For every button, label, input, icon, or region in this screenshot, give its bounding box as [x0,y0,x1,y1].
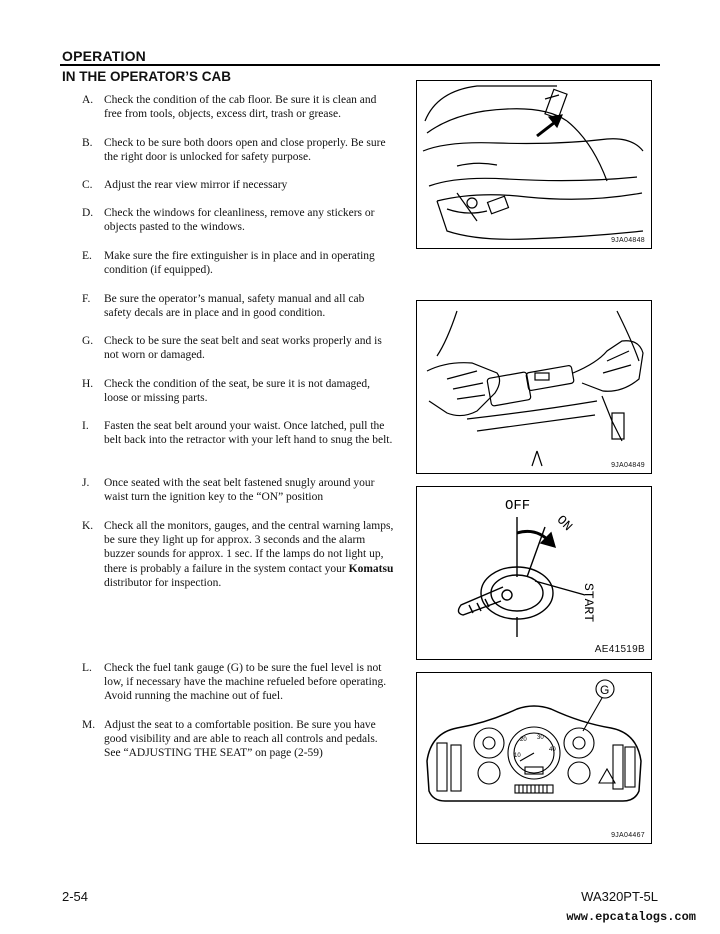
header-rule [60,64,660,66]
item-label: C. [82,179,93,191]
gauge-mark: 10 [514,753,521,759]
figure-code: 9JA04848 [611,237,645,244]
figure-code: 9JA04467 [611,832,645,839]
item-label: B. [82,137,93,149]
subsection-title: IN THE OPERATOR’S CAB [62,69,232,84]
figure-ignition: OFF ON START AE41519B [416,486,652,660]
item-text: Fasten the seat belt around your waist. … [104,420,393,447]
gauge-mark: 30 [537,735,544,741]
item-label: J. [82,477,90,489]
item-label: D. [82,207,94,219]
watermark: www.epcatalogs.com [566,910,696,924]
item-text: Check the condition of the seat, be sure… [104,378,371,405]
item-text: Check to be sure the seat belt and seat … [104,335,382,362]
figure-instrument-panel: G 10 20 30 40 9JA04467 [416,672,652,844]
list-item-m: M. Adjust the seat to a comfortable posit… [82,718,394,761]
list-item-e: E. Make sure the fire extinguisher is in … [82,249,394,277]
item-text: Make sure the fire extinguisher is in pl… [104,250,375,277]
figure-code: 9JA04849 [611,462,645,469]
item-text: Adjust the rear view mirror if necessary [104,179,288,191]
item-text: Be sure the operator’s manual, safety ma… [104,293,365,320]
figure-code: AE41519B [594,644,645,655]
model-name: WA320PT-5L [581,889,658,904]
figure-seat: 9JA04848 [416,80,652,249]
item-label: I. [82,420,89,432]
item-text: Adjust the seat to a comfortable positio… [104,719,378,760]
item-label: L. [82,662,92,674]
label-start: START [581,583,596,622]
seat-illustration [422,85,644,240]
list-item-g: G. Check to be sure the seat belt and sea… [82,334,394,362]
label-off: OFF [505,498,530,514]
section-title: OPERATION [62,48,146,64]
label-on: ON [554,512,576,534]
item-text-part: Check all the monitors, gauges, and the … [104,520,394,575]
item-text: Check all the monitors, gauges, and the … [104,519,394,590]
page-number: 2-54 [62,889,89,904]
instrument-panel-illustration: G 10 20 30 40 [426,679,642,802]
item-text: Once seated with the seat belt fastened … [104,477,375,504]
gauge-mark: 40 [549,747,556,753]
list-item-k: K. Check all the monitors, gauges, and th… [82,519,394,590]
list-item-d: D. Check the windows for cleanliness, rem… [82,206,394,234]
callout-g: G [600,683,609,697]
gauge-mark: 20 [520,737,527,743]
list-item-c: C. Adjust the rear view mirror if necessa… [82,178,394,192]
list-item-b: B. Check to be sure both doors open and c… [82,136,394,164]
list-item-l: L. Check the fuel tank gauge (G) to be su… [82,661,394,704]
item-label: F. [82,293,91,305]
item-label: G. [82,335,94,347]
item-text: Check to be sure both doors open and clo… [104,137,386,164]
seat-belt-illustration [426,310,644,467]
brand-name: Komatsu [348,562,394,575]
list-item-j: J. Once seated with the seat belt fastene… [82,476,394,504]
item-label: M. [82,719,96,731]
item-label: E. [82,250,92,262]
item-text-part: distributor for inspection. [104,576,222,589]
list-item-f: F. Be sure the operator’s manual, safety … [82,292,394,320]
item-text: Check the fuel tank gauge (G) to be sure… [104,662,387,703]
figure-seat-belt: 9JA04849 [416,300,652,474]
item-label: H. [82,378,94,390]
list-item-i: I. Fasten the seat belt around your waist… [82,419,394,447]
list-item-a: A. Check the condition of the cab floor. … [82,93,394,121]
item-text: Check the windows for cleanliness, remov… [104,207,375,234]
item-label: K. [82,520,94,532]
ignition-illustration: OFF ON START [457,498,596,637]
item-label: A. [82,94,94,106]
list-item-h: H. Check the condition of the seat, be su… [82,377,394,405]
item-text: Check the condition of the cab floor. Be… [104,94,377,121]
